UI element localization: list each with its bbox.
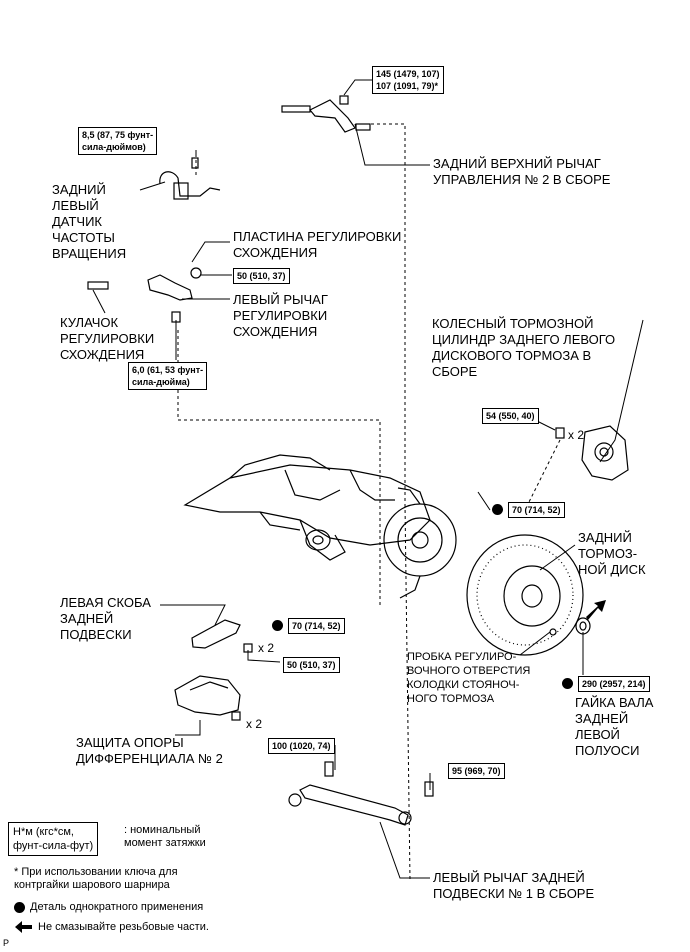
- speed-sensor: [159, 157, 221, 200]
- leader-guard: [175, 720, 201, 736]
- diff-guard: [174, 675, 241, 721]
- leader-bracket-torque: [247, 650, 281, 663]
- torque-upper-arm: 145 (1479, 107) 107 (1091, 79)*: [372, 66, 444, 94]
- legend-unit-desc: : номинальный момент затяжки: [124, 824, 206, 849]
- label-toe-plate: ПЛАСТИНА РЕГУЛИРОВКИ СХОЖДЕНИЯ: [233, 229, 402, 260]
- leader-upper-arm: [354, 123, 430, 166]
- assembly-line-upper: [365, 123, 411, 881]
- label-speed-sensor: ЗАДНИЙ ЛЕВЫЙ ДАТЧИК ЧАСТОТЫ ВРАЩЕНИЯ: [52, 182, 127, 261]
- leader-bracket: [160, 604, 226, 626]
- torque-guard: 100 (1020, 74): [268, 738, 335, 754]
- legend-arrow-icon: [15, 921, 32, 933]
- torque-nut: 290 (2957, 214): [578, 676, 650, 692]
- leader-lower-arm: [379, 821, 430, 879]
- label-nut: ГАЙКА ВАЛА ЗАДНЕЙ ЛЕВОЙ ПОЛУОСИ: [575, 695, 654, 758]
- torque-knuckle-upper: 70 (714, 52): [508, 502, 565, 518]
- single-use-dot-nut: [562, 678, 573, 689]
- legend-note-arrow: Не смазывайте резьбовые части.: [38, 921, 209, 933]
- leader-knuckle-torque: [477, 491, 491, 511]
- multiplier-bracket: x 2: [258, 641, 275, 655]
- torque-caliper: 54 (550, 40): [482, 408, 539, 424]
- multiplier-guard: x 2: [246, 717, 263, 731]
- suspension-bracket: [191, 619, 253, 653]
- leader-caliper: [599, 319, 644, 463]
- brake-caliper: [555, 425, 629, 481]
- toe-control-arm: [87, 267, 202, 323]
- torque-lower-arm: 95 (969, 70): [448, 763, 505, 779]
- torque-bracket: 50 (510, 37): [283, 657, 340, 673]
- torque-knuckle-lower: 70 (714, 52): [288, 618, 345, 634]
- label-toe-cam: КУЛАЧОК РЕГУЛИРОВКИ СХОЖДЕНИЯ: [60, 315, 155, 362]
- lower-arm: [288, 761, 434, 826]
- legend-dot-icon: [14, 902, 25, 913]
- legend-unit-box: Н*м (кгс*см, фунт-сила-фут): [8, 822, 99, 856]
- legend-note-star: * При использовании ключа для контргайки…: [14, 866, 178, 891]
- label-diff-guard: ЗАЩИТА ОПОРЫ ДИФФЕРЕНЦИАЛА № 2: [76, 735, 223, 766]
- no-lube-arrow-nut: [586, 600, 606, 620]
- label-toe-arm: ЛЕВЫЙ РЫЧАГ РЕГУЛИРОВКИ СХОЖДЕНИЯ: [233, 292, 328, 339]
- leader-toe-cam: [92, 289, 106, 314]
- label-lower-arm: ЛЕВЫЙ РЫЧАГ ЗАДНЕЙ ПОДВЕСКИ № 1 В СБОРЕ: [433, 870, 595, 901]
- label-upper-arm: ЗАДНИЙ ВЕРХНИЙ РЫЧАГ УПРАВЛЕНИЯ № 2 В СБ…: [433, 156, 611, 187]
- label-disc: ЗАДНИЙ ТОРМОЗ- НОЙ ДИСК: [578, 530, 646, 577]
- legend-note-dot: Деталь однократного применения: [30, 901, 204, 913]
- leader-upper-torque: [343, 79, 372, 96]
- leader-plug: [519, 631, 551, 656]
- leader-disc: [539, 544, 576, 571]
- torque-toe-plate: 50 (510, 37): [233, 268, 290, 284]
- label-caliper: КОЛЕСНЫЙ ТОРМОЗНОЙ ЦИЛИНДР ЗАДНЕГО ЛЕВОГ…: [432, 316, 616, 379]
- upper-control-arm: [281, 95, 371, 133]
- rear-subframe: [183, 454, 431, 561]
- multiplier-caliper: x 2: [568, 428, 585, 442]
- label-plug: ПРОБКА РЕГУЛИРО- ВОЧНОГО ОТВЕРСТИЯ КОЛОД…: [407, 651, 531, 705]
- axle-nut: [575, 617, 591, 635]
- single-use-dot-knuckle-upper: [492, 504, 503, 515]
- single-use-dot-knuckle-lower: [272, 620, 283, 631]
- knuckle-hub: [383, 487, 457, 599]
- leader-speed-sensor: [139, 181, 166, 191]
- label-bracket: ЛЕВАЯ СКОБА ЗАДНЕЙ ПОДВЕСКИ: [60, 595, 151, 642]
- brake-disc: [466, 534, 584, 656]
- page-mark: P: [3, 938, 10, 948]
- leader-toe-plate: [191, 241, 230, 263]
- torque-sensor: 8,5 (87, 75 фунт- сила-дюймов): [78, 127, 158, 155]
- torque-toe-cam: 6,0 (61, 53 фунт- сила-дюйма): [128, 362, 208, 390]
